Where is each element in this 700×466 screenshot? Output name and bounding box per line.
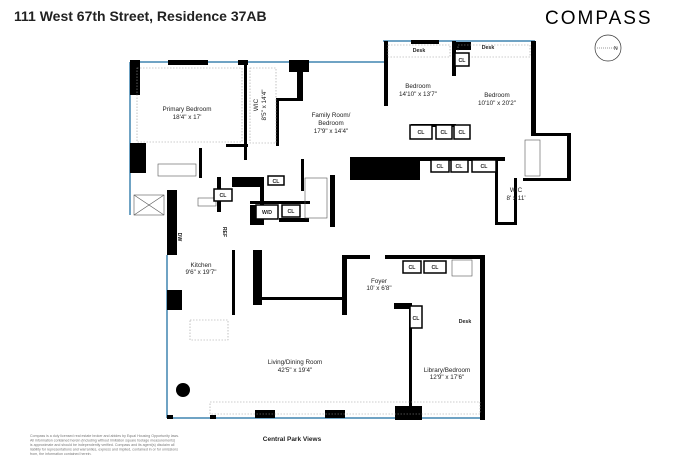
svg-text:CL: CL [409,265,417,271]
svg-text:CL: CL [459,130,467,136]
walls [130,40,571,420]
svg-text:10'10" x 20'2": 10'10" x 20'2" [478,100,516,107]
svg-text:W/D: W/D [262,210,272,216]
room-labels: Primary Bedroom 18'4" x 17' WIC 8'5" x 1… [163,83,526,381]
svg-text:liability for representations: liability for representations and warran… [30,448,178,452]
svg-text:CL: CL [273,179,281,185]
listing-title: 111 West 67th Street, Residence 37AB [14,8,267,24]
svg-text:CL: CL [437,164,445,170]
svg-text:CL: CL [456,164,464,170]
column [176,383,190,397]
svg-text:Desk: Desk [413,48,426,54]
svg-text:CL: CL [220,193,228,199]
svg-text:18'4" x 17': 18'4" x 17' [173,114,202,121]
room-wic-2: WIC [510,187,523,194]
svg-text:from, the information containe: from, the information contained herein. [30,452,92,456]
svg-text:All information contained here: All information contained herein (includ… [30,439,175,443]
svg-text:17'9" x 14'4": 17'9" x 14'4" [314,128,349,135]
svg-text:DW: DW [176,233,182,242]
disclaimer: Compass is a duly licensed real estate b… [30,434,179,456]
room-bedroom-2: Bedroom [484,92,510,99]
svg-text:REF: REF [221,227,227,237]
svg-text:CL: CL [288,209,296,215]
svg-text:Desk: Desk [459,319,472,325]
svg-text:9'6" x 19'7": 9'6" x 19'7" [185,269,216,276]
svg-text:is approximate and should be i: is approximate and should be independent… [30,443,175,447]
svg-text:8' x 11': 8' x 11' [506,195,525,202]
svg-text:CL: CL [432,265,440,271]
room-family-room: Family Room/ [312,112,351,119]
windows [129,40,536,419]
svg-text:CL: CL [418,130,426,136]
room-kitchen: Kitchen [190,262,212,269]
room-living-dining: Living/Dining Room [268,359,323,366]
svg-text:Desk: Desk [482,45,495,51]
room-primary-bedroom: Primary Bedroom [163,106,212,113]
room-wic: WIC [253,98,260,111]
room-library: Library/Bedroom [424,367,471,374]
svg-text:Compass is a duly licensed rea: Compass is a duly licensed real estate b… [30,434,179,438]
compass-rose-icon: N [594,34,622,62]
svg-text:CL: CL [413,316,421,322]
svg-text:CL: CL [441,130,449,136]
svg-text:CL: CL [459,58,467,64]
compass-logo: COMPASS [545,8,653,29]
room-foyer: Foyer [371,278,387,285]
svg-text:10' x 6'8": 10' x 6'8" [366,285,391,292]
svg-text:12'9" x 17'6": 12'9" x 17'6" [430,374,465,381]
svg-text:CL: CL [481,164,489,170]
svg-text:8'5" x 14'4": 8'5" x 14'4" [261,89,268,120]
fixtures [133,44,541,415]
room-bedroom: Bedroom [405,83,431,90]
closets: CL CL W/D CL REF DW CL CL CL CL CL CL CL… [176,45,497,329]
view-label: Central Park Views [263,436,322,443]
svg-text:42'5" x 19'4": 42'5" x 19'4" [278,367,313,374]
svg-text:Bedroom: Bedroom [318,120,344,127]
svg-text:N: N [614,46,618,52]
svg-text:14'10" x 13'7": 14'10" x 13'7" [399,91,437,98]
